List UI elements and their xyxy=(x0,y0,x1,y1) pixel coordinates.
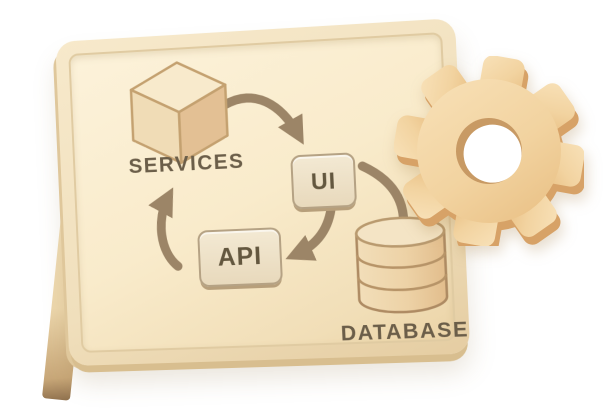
database-label: DATABASE xyxy=(340,317,470,346)
ui-node: UI xyxy=(290,152,358,210)
arrow-services-to-ui xyxy=(225,95,298,138)
database-icon xyxy=(350,213,453,323)
whiteboard-surface: SERVICES UI API xyxy=(68,32,456,353)
arrow-ui-to-api xyxy=(293,204,333,255)
gear-icon xyxy=(393,55,589,255)
cube-icon xyxy=(125,57,234,175)
ui-node-label: UI xyxy=(310,166,337,195)
api-node: API xyxy=(197,227,284,288)
api-node-label: API xyxy=(217,241,263,272)
whiteboard: SERVICES UI API xyxy=(55,18,470,366)
arrow-api-to-services xyxy=(160,197,178,267)
